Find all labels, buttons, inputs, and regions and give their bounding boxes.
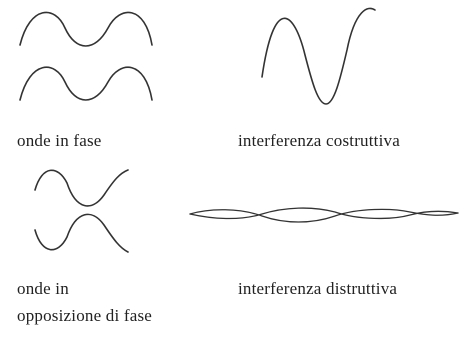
label-opposition-line-1: onde in [17, 279, 69, 298]
opposition-wave-bottom [34, 213, 129, 253]
label-constructive-interference: interferenza costruttiva [238, 131, 400, 150]
opposition-wave-top [34, 169, 129, 207]
label-in-phase: onde in fase [17, 131, 102, 150]
destructive-wave-overlap [189, 207, 459, 220]
label-destructive-interference: interferenza distruttiva [238, 279, 398, 298]
in-phase-wave-bottom [19, 66, 153, 101]
in-phase-wave-top [19, 11, 153, 47]
constructive-wave [261, 7, 376, 105]
destructive-wave [189, 208, 459, 223]
label-opposition-line-2: opposizione di fase [17, 306, 153, 325]
